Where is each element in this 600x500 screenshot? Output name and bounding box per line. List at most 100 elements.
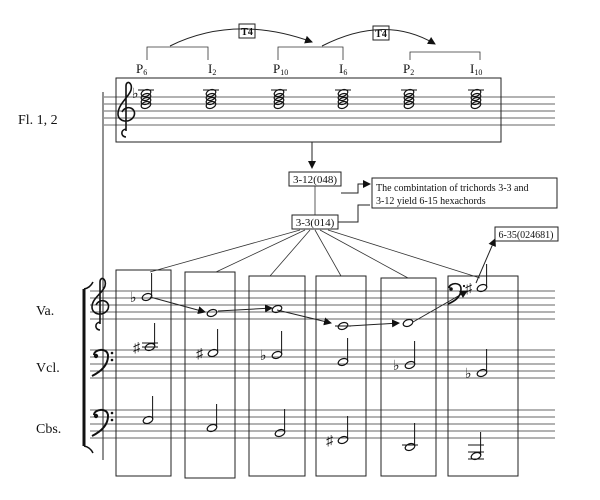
string-note — [337, 338, 349, 367]
note-head — [476, 349, 488, 378]
string-note: ♭ — [260, 331, 283, 364]
cello-staff — [90, 349, 555, 379]
note-head — [207, 329, 219, 358]
string-note — [468, 432, 484, 461]
transform-arc-1 — [169, 28, 313, 47]
flute-chord — [468, 88, 484, 110]
flute-system: Fl. 1, 2 ♭ — [18, 77, 555, 460]
chord-note — [140, 96, 152, 106]
note-head — [206, 308, 218, 318]
transform-arc-2 — [321, 29, 436, 47]
flute-chord-box — [115, 77, 502, 143]
note-head — [404, 341, 416, 370]
chord-note — [205, 96, 217, 106]
annotation-arrow-2 — [338, 204, 370, 223]
chord-note — [403, 92, 415, 102]
note-head — [337, 321, 349, 331]
string-note — [402, 318, 414, 328]
row-labels: P6 I2 P10 I6 P2 I10 — [136, 61, 482, 77]
flat-sign: ♭ — [130, 291, 137, 306]
row-label-6: I10 — [470, 61, 482, 77]
string-note: ♯ — [326, 416, 349, 449]
string-note: ♭ — [130, 273, 153, 306]
bass-clef-icon — [447, 282, 466, 305]
string-note — [271, 304, 283, 314]
string-note — [142, 396, 154, 425]
transform-label-2: T4 — [375, 29, 387, 40]
string-note — [335, 321, 351, 331]
string-note — [206, 308, 218, 318]
note-head — [404, 423, 416, 452]
flat-sign: ♭ — [260, 349, 267, 364]
sharp-sign: ♯ — [196, 347, 204, 362]
annotation-arrow-1 — [341, 180, 371, 194]
string-note — [206, 404, 218, 433]
instrument-label-viola: Va. — [36, 304, 54, 319]
note-head — [470, 432, 482, 461]
row-pair-bracket-2 — [277, 46, 344, 60]
note-head — [142, 396, 154, 425]
string-system: Va. Vcl. Cbs. — [36, 238, 555, 479]
annotation-box — [371, 177, 558, 209]
trichord-label-a: 3-12(048) — [293, 174, 337, 186]
sharp-sign: ♯ — [326, 434, 334, 449]
string-note: ♯ — [133, 323, 158, 356]
flat-sign: ♭ — [465, 367, 472, 382]
trichord-label-b: 3-3(014) — [296, 217, 335, 229]
treble-clef-icon — [117, 81, 136, 138]
row-label-5: P2 — [403, 61, 414, 77]
sharp-sign: ♯ — [133, 341, 141, 356]
flute-chord — [335, 88, 351, 110]
flute-chord — [401, 88, 417, 110]
string-note — [402, 423, 418, 452]
chord-note — [470, 100, 482, 110]
row-label-1: P6 — [136, 61, 147, 77]
chord-column-5 — [380, 277, 437, 477]
chord-column-4 — [315, 275, 367, 477]
chord-note — [273, 100, 285, 110]
chord-note — [205, 92, 217, 102]
chord-column-3 — [248, 275, 306, 477]
note-head — [141, 273, 153, 302]
row-pair-bracket-3 — [409, 51, 481, 60]
string-note — [274, 409, 286, 438]
chord-note — [337, 92, 349, 102]
flute-chords: ♭ — [132, 87, 484, 110]
chord-note — [205, 100, 217, 110]
chord-note — [140, 100, 152, 110]
basses-staff — [90, 409, 555, 439]
flute-chord: ♭ — [132, 87, 154, 110]
note-head — [274, 409, 286, 438]
bass-clef-icon — [91, 348, 114, 377]
row-label-4: I6 — [339, 61, 347, 77]
string-note: ♯ — [196, 329, 219, 362]
flute-chord — [203, 88, 219, 110]
instrument-label-basses: Cbs. — [36, 422, 61, 437]
note-head — [271, 304, 283, 314]
treble-clef-icon — [91, 277, 110, 331]
chord-column-2 — [184, 271, 236, 479]
note-head — [206, 404, 218, 433]
chord-column-1 — [115, 269, 172, 477]
flat-sign: ♭ — [393, 359, 400, 374]
bass-clef-icon — [91, 408, 114, 437]
flat-sign: ♭ — [132, 87, 139, 102]
chord-note — [337, 96, 349, 106]
flute-staff — [104, 96, 555, 126]
note-head — [337, 416, 349, 445]
chord-note — [403, 96, 415, 106]
chord-note — [470, 96, 482, 106]
transform-label-box-2 — [372, 25, 390, 41]
note-head — [144, 323, 156, 352]
chord-note — [140, 92, 152, 102]
string-notes: ♭♯♯♯♭♭♭♯ — [130, 264, 488, 461]
annotation-line-1: The combintation of trichords 3-3 and — [376, 183, 528, 194]
annotation-line-2: 3-12 yield 6-15 hexachords — [376, 196, 486, 207]
chord-note — [273, 96, 285, 106]
hexachord-label: 6-35(024681) — [499, 230, 554, 241]
transform-arcs: T4 T4 — [169, 23, 436, 47]
chord-note — [403, 100, 415, 110]
row-label-3: P10 — [273, 61, 288, 77]
string-note: ♭ — [465, 349, 488, 382]
chord-note — [470, 92, 482, 102]
